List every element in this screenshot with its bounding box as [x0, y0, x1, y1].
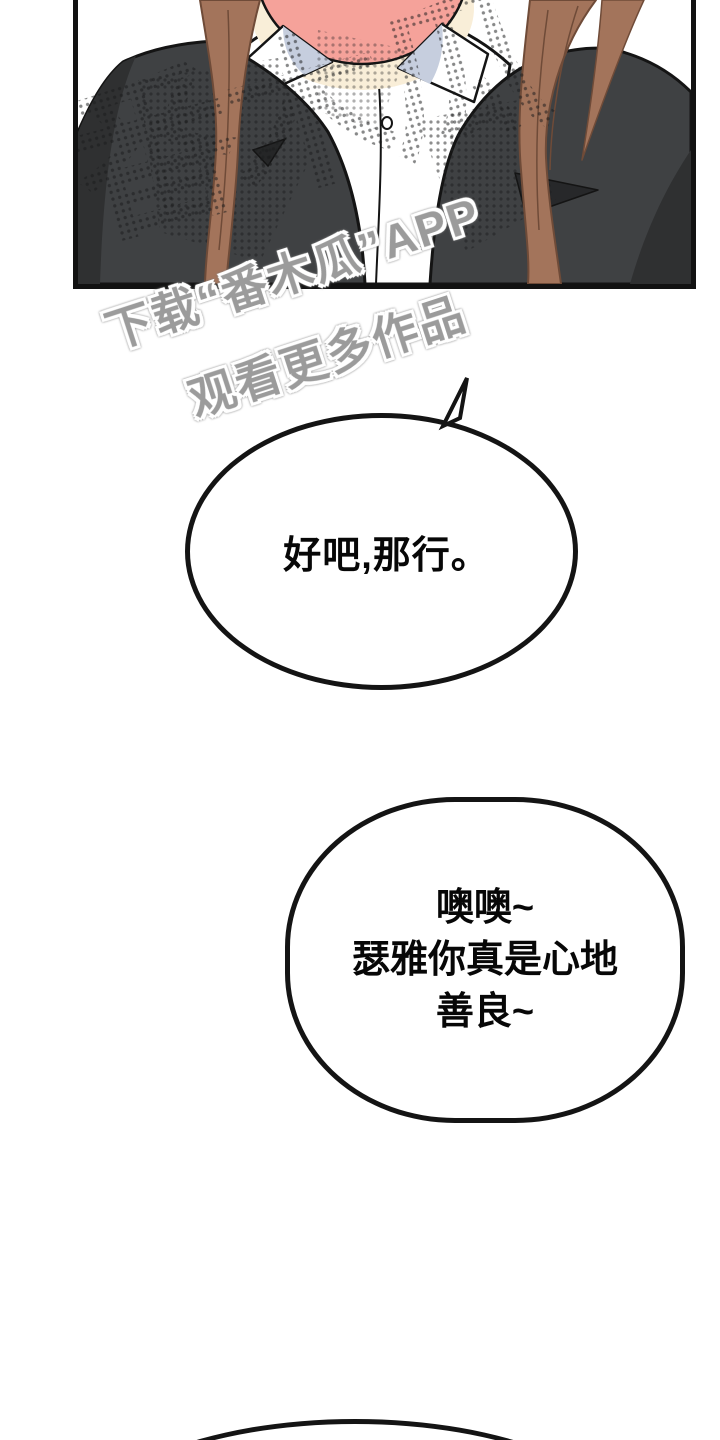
speech-bubble-2-line-2: 瑟雅你真是心地	[351, 939, 618, 981]
hair-strand-left	[199, 0, 261, 284]
speech-bubble-2-line-3: 善良~	[435, 991, 535, 1033]
shirt-button	[367, 231, 379, 245]
shirt-button	[381, 116, 393, 130]
collar-right-shade	[398, 24, 443, 84]
speech-bubble-2-line-1: 噢噢~	[435, 887, 535, 929]
hair-line	[536, 9, 549, 231]
panel-artwork	[78, 0, 691, 284]
suit-left-shadow	[78, 56, 136, 284]
hair-line	[218, 9, 230, 251]
bubble-1-tail	[438, 377, 469, 431]
speech-bubble-2: 噢噢~ 瑟雅你真是心地 善良~	[285, 797, 685, 1123]
speech-bubble-1-text: 好吧,那行。	[283, 535, 490, 577]
bubble-tail-shape	[438, 377, 469, 431]
hair-strand-right-thin	[581, 0, 645, 161]
speech-bubble-1: 好吧,那行。	[185, 413, 578, 690]
suit-right-shadow	[630, 150, 691, 284]
comic-panel: 番木瓜	[73, 0, 696, 289]
collar-right	[396, 22, 490, 104]
speech-bubble-3-partial	[80, 1419, 630, 1440]
halftone-blob	[313, 30, 408, 130]
hair-line	[549, 5, 579, 171]
speech-bubble-2-text: 噢噢~ 瑟雅你真是心地 善良~	[352, 882, 618, 1038]
